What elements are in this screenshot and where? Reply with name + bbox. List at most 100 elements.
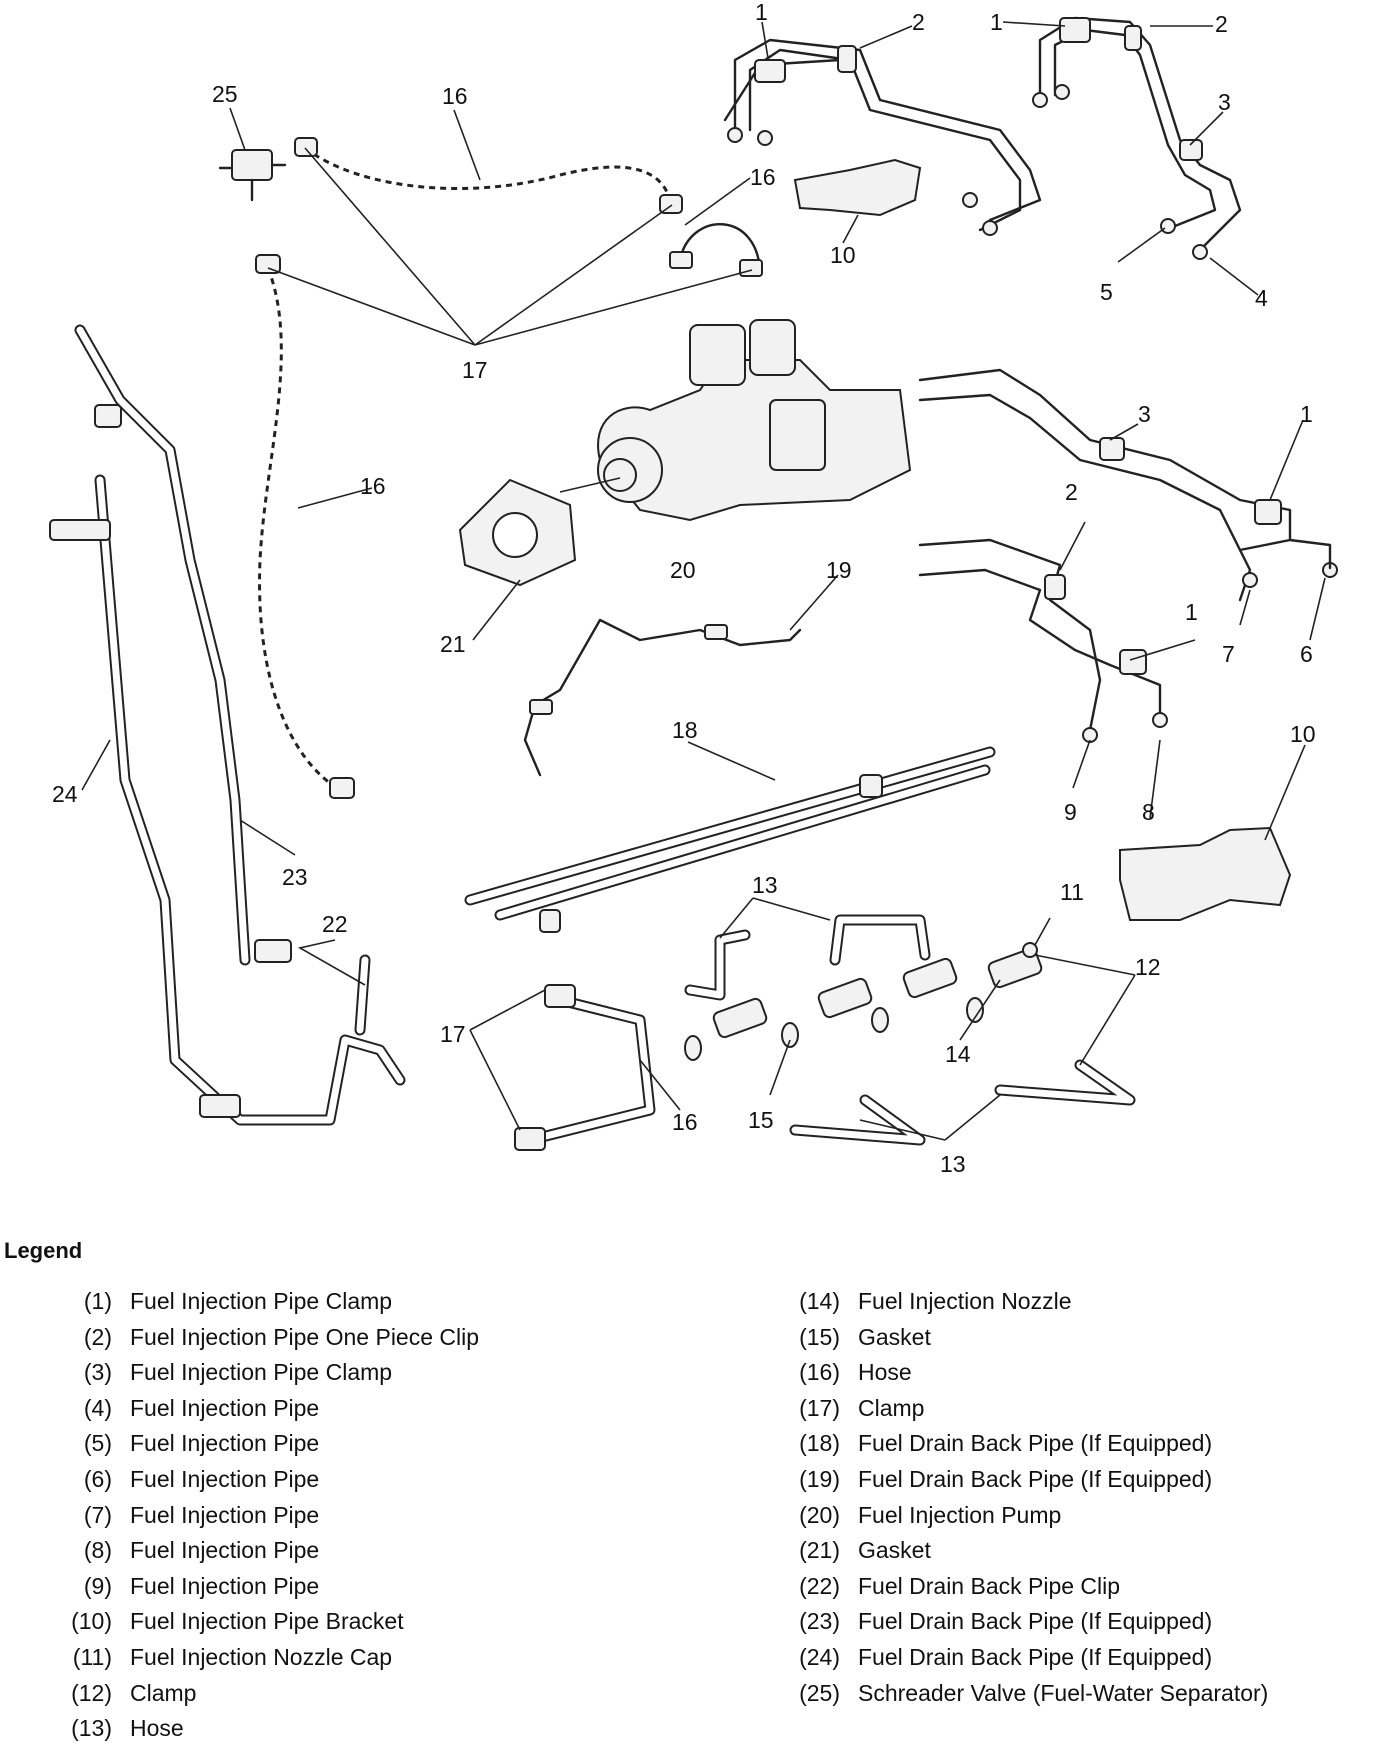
legend-number: (20) bbox=[799, 1501, 840, 1528]
callout-11: 11 bbox=[1060, 879, 1084, 905]
callout-6: 6 bbox=[1300, 641, 1313, 667]
callout-2: 2 bbox=[912, 9, 925, 35]
pipe-nut bbox=[1160, 218, 1176, 234]
legend-label: Fuel Drain Back Pipe (If Equipped) bbox=[858, 1430, 1213, 1457]
legend-label: Fuel Injection Pipe bbox=[130, 1537, 320, 1564]
pipe-nut bbox=[982, 220, 998, 236]
legend-label: Fuel Injection Nozzle bbox=[858, 1288, 1072, 1314]
callout-24: 24 bbox=[52, 781, 78, 807]
legend-number: (25) bbox=[799, 1679, 840, 1706]
legend-item: (15) Gasket bbox=[774, 1324, 1268, 1360]
legend-label: Fuel Injection Pipe bbox=[130, 1501, 320, 1528]
legend-label: Fuel Drain Back Pipe (If Equipped) bbox=[858, 1608, 1213, 1635]
legend-item: (17)Clamp bbox=[774, 1395, 1268, 1431]
pipe-clip-part bbox=[837, 45, 857, 73]
legend-item: (19)Fuel Drain Back Pipe (If Equipped) bbox=[774, 1466, 1268, 1502]
callout-numbers: 1 2 1 2 3 5 4 25 16 16 10 17 16 3 1 2 20… bbox=[52, 0, 1316, 1177]
legend-number: (5) bbox=[83, 1430, 112, 1457]
legend-item: (14) Fuel Injection Nozzle bbox=[774, 1288, 1268, 1324]
hose-bottom bbox=[514, 984, 656, 1151]
callout-10: 10 bbox=[830, 242, 856, 268]
injection-pipes-middle bbox=[918, 538, 1168, 743]
legend-item: (25) Schreader Valve (Fuel-Water Separato… bbox=[774, 1680, 1268, 1716]
callout-16: 16 bbox=[672, 1109, 698, 1135]
legend-number: (9) bbox=[83, 1572, 112, 1599]
injection-pipe-set-top-right bbox=[1032, 16, 1242, 260]
callout-14: 14 bbox=[945, 1041, 971, 1067]
pipe-clamp-part bbox=[1099, 437, 1125, 461]
callout-1: 1 bbox=[755, 0, 768, 25]
legend-label: Fuel Injection Pipe bbox=[130, 1430, 320, 1457]
legend-item: (16)Hose bbox=[774, 1359, 1268, 1395]
injection-pipe-set-top-center bbox=[723, 38, 1042, 236]
legend-item: (10)Fuel Injection Pipe Bracket bbox=[46, 1608, 479, 1644]
nozzle-cap bbox=[1022, 942, 1038, 958]
callout-2: 2 bbox=[1215, 11, 1228, 37]
callout-16: 16 bbox=[750, 164, 776, 190]
pipe-clamp-part bbox=[1254, 499, 1282, 525]
legend-label: Fuel Injection Pipe One Piece Clip bbox=[130, 1323, 480, 1350]
legend-item: (5) Fuel Injection Pipe bbox=[46, 1430, 479, 1466]
hose-clamp bbox=[659, 194, 683, 214]
pipe-clamp-part bbox=[1059, 17, 1091, 43]
pipe-clip bbox=[529, 699, 553, 715]
callout-21: 21 bbox=[440, 631, 466, 657]
legend-title: Legend bbox=[4, 1238, 83, 1263]
hose-clamp bbox=[544, 984, 576, 1008]
legend-number: (8) bbox=[83, 1537, 112, 1564]
legend-label: Fuel Injection Pipe Bracket bbox=[130, 1608, 404, 1635]
schreader-valve bbox=[218, 149, 287, 202]
legend-number: (14) bbox=[799, 1288, 840, 1314]
pipe-nut bbox=[962, 192, 978, 208]
legend-number: (15) bbox=[799, 1323, 840, 1350]
legend-item: (4)Fuel Injection Pipe bbox=[46, 1395, 479, 1431]
legend-list-right: (14) Fuel Injection Nozzle (15) Gasket (16… bbox=[774, 1288, 1268, 1715]
legend-number: (7) bbox=[83, 1501, 112, 1528]
drain-back-pipe-18 bbox=[464, 746, 996, 933]
legend-item: (11)Fuel Injection Nozzle Cap bbox=[46, 1644, 479, 1680]
callout-20: 20 bbox=[670, 557, 696, 583]
hose-top bbox=[294, 137, 683, 214]
callout-4: 4 bbox=[1255, 285, 1268, 311]
callout-1: 1 bbox=[1300, 401, 1313, 427]
legend-label: Fuel Injection Pipe Clamp bbox=[130, 1359, 393, 1386]
legend-item: (1)Fuel Injection Pipe Clamp bbox=[46, 1288, 479, 1324]
legend-number: (22) bbox=[799, 1572, 840, 1599]
legend-number: (13) bbox=[71, 1715, 112, 1742]
legend-label: Fuel Injection Nozzle Cap bbox=[130, 1643, 393, 1670]
legend-item: (22)Fuel Drain Back Pipe Clip bbox=[774, 1573, 1268, 1609]
pipe-nut bbox=[1032, 92, 1048, 108]
pipe-bracket-clip bbox=[49, 519, 111, 541]
pipe-nut bbox=[1242, 572, 1258, 588]
legend-number: (4) bbox=[83, 1394, 112, 1421]
callout-16: 16 bbox=[442, 83, 468, 109]
callout-10: 10 bbox=[1290, 721, 1316, 747]
callout-3: 3 bbox=[1218, 89, 1231, 115]
legend-number: (21) bbox=[799, 1537, 840, 1564]
hose-clamp bbox=[255, 254, 281, 274]
callout-13: 13 bbox=[940, 1151, 966, 1177]
callout-17: 17 bbox=[462, 357, 488, 383]
callout-3: 3 bbox=[1138, 401, 1151, 427]
drain-back-pipe-23 bbox=[74, 324, 292, 966]
legend-item: (21)Gasket bbox=[774, 1537, 1268, 1573]
legend-number: (23) bbox=[799, 1608, 840, 1635]
pipe-clip-22 bbox=[254, 939, 292, 963]
legend-item: (6)Fuel Injection Pipe bbox=[46, 1466, 479, 1502]
legend-label: Gasket bbox=[858, 1323, 931, 1350]
callout-1: 1 bbox=[990, 9, 1003, 35]
callout-22: 22 bbox=[322, 911, 348, 937]
injection-nozzles bbox=[684, 942, 1043, 1061]
pipe-nut bbox=[1152, 712, 1168, 728]
legend-label: Fuel Injection Pipe Clamp bbox=[130, 1288, 393, 1314]
injection-pipes-pump-right bbox=[918, 368, 1338, 602]
pipe-nut bbox=[1192, 244, 1208, 260]
legend-number: (16) bbox=[799, 1359, 840, 1386]
legend-label: Fuel Injection Pipe bbox=[130, 1572, 320, 1599]
callout-25: 25 bbox=[212, 81, 238, 107]
legend-label: Schreader Valve (Fuel-Water Separator) bbox=[858, 1679, 1269, 1706]
legend-number: (3) bbox=[83, 1359, 112, 1386]
hose-long-vertical bbox=[255, 254, 355, 799]
legend-number: (17) bbox=[799, 1394, 840, 1421]
legend-item: (23) Fuel Drain Back Pipe (If Equipped) bbox=[774, 1608, 1268, 1644]
